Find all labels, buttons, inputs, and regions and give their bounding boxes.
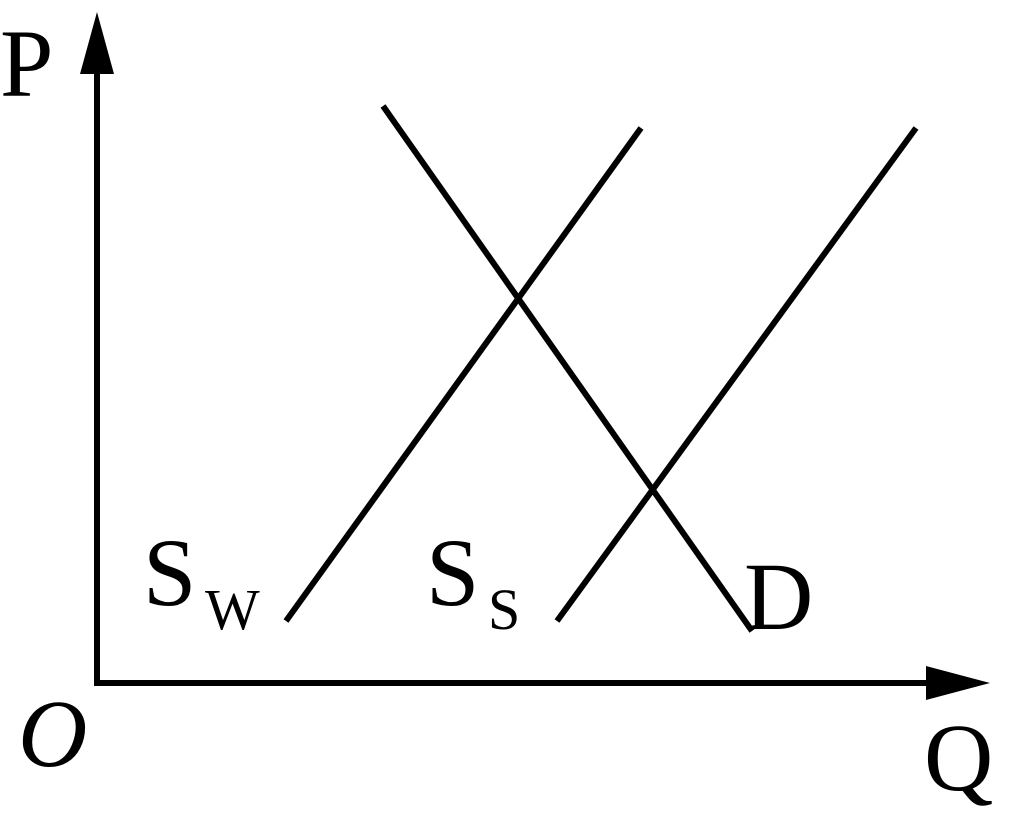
supply-winter-label: S W <box>143 519 260 642</box>
demand-label: D <box>744 543 813 650</box>
supply-curve-summer <box>554 126 919 623</box>
quantity-axis-label: Q <box>924 704 993 811</box>
supply-curve-winter <box>283 126 644 623</box>
supply-winter-label-main: S <box>143 519 196 626</box>
supply-summer-label: S S <box>426 519 520 642</box>
supply-winter-label-subscript: W <box>205 577 260 642</box>
supply-summer-label-subscript: S <box>488 577 520 642</box>
price-axis-arrow-icon <box>80 12 114 74</box>
demand-curve <box>380 104 755 633</box>
quantity-axis-arrow-icon <box>926 666 990 700</box>
price-axis-label: P <box>0 10 53 117</box>
supply-summer-label-main: S <box>426 519 479 626</box>
origin-label: O <box>18 680 87 787</box>
